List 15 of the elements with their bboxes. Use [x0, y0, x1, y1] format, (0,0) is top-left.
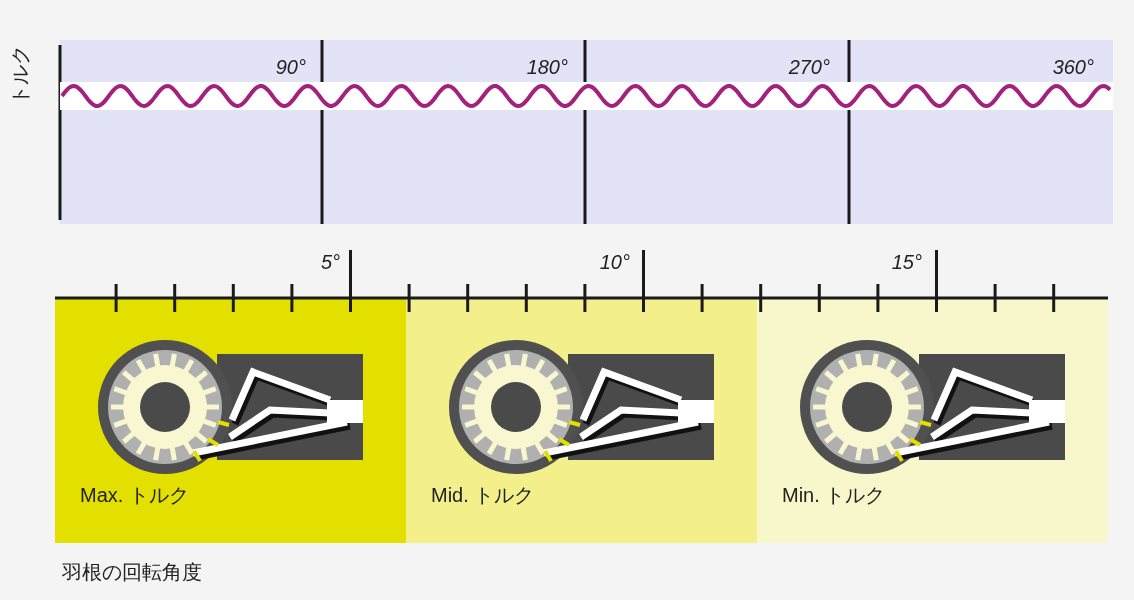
axis-label: トルク [8, 44, 32, 107]
angle-label: 90° [275, 55, 306, 79]
torque-panel [55, 298, 406, 543]
panel-label: Min. トルク [782, 483, 886, 507]
axis-label: 羽根の回転角度 [62, 560, 202, 584]
panel-label: Mid. トルク [431, 483, 535, 507]
tick-label: 10° [599, 250, 630, 274]
panel-label: Max. トルク [80, 483, 189, 507]
angle-label: 360° [1052, 55, 1094, 79]
angle-label: 270° [788, 55, 830, 79]
tick-label: 15° [891, 250, 922, 274]
angle-label: 180° [526, 55, 568, 79]
torque-panel [406, 298, 757, 543]
tick-label: 5° [320, 250, 340, 274]
torque-panel [757, 298, 1108, 543]
